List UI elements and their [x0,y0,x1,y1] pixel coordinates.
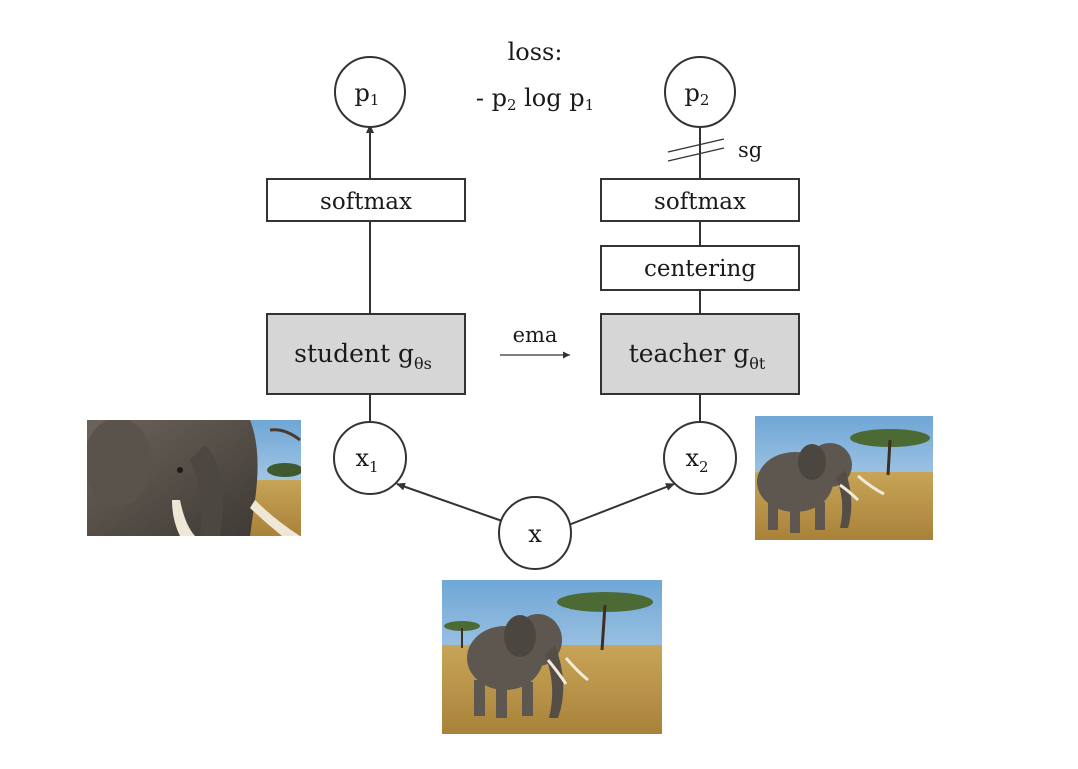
svg-text:x2: x2 [685,444,708,476]
node-p1: p1 [334,56,406,128]
svg-text:x1: x1 [355,444,378,476]
photo-crop-global [755,416,933,540]
svg-text:x: x [528,520,542,548]
student-network-box: student gθs [266,313,466,395]
edge-x-to-x2 [565,483,675,527]
svg-text:student gθs: student gθs [294,339,432,373]
svg-text:centering: centering [644,256,756,282]
loss-label: loss: [508,38,563,66]
svg-text:softmax: softmax [654,189,746,215]
svg-text:p1: p1 [355,79,380,109]
teacher-network-box: teacher gθt [600,313,800,395]
photo-crop-local [87,420,301,536]
photo-original [442,580,662,734]
teacher-softmax-box: softmax [600,178,800,222]
node-p2: p2 [664,56,736,128]
node-x1: x1 [333,421,407,495]
loss-formula: - p2 log p1 [476,84,594,114]
edge-x-to-x1 [396,482,506,523]
node-x: x [498,496,572,570]
svg-text:teacher gθt: teacher gθt [629,339,766,373]
teacher-centering-box: centering [600,245,800,291]
node-x2: x2 [663,421,737,495]
svg-text:softmax: softmax [320,189,412,215]
stop-gradient-label: sg [738,138,762,162]
stop-gradient-mark [667,138,725,162]
student-softmax-box: softmax [266,178,466,222]
svg-text:p2: p2 [685,79,710,109]
ema-label: ema [513,323,558,347]
